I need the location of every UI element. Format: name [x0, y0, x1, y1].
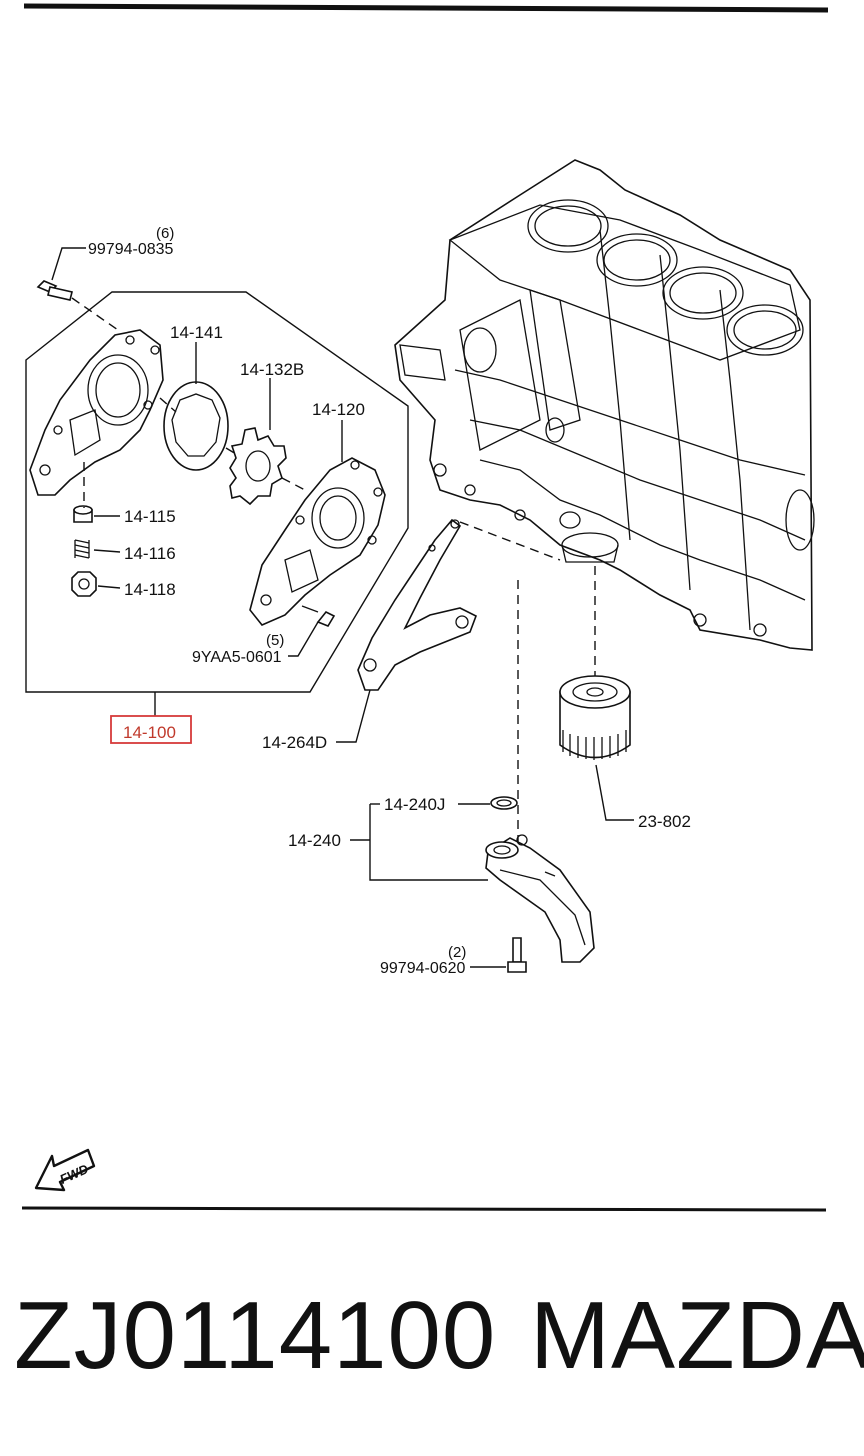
inner-rotor-label: 14-132B — [240, 360, 304, 379]
o-ring-label: 14-240J — [384, 795, 445, 814]
engine-block — [394, 159, 815, 651]
strainer-bolt-label: 99794-0620 — [380, 960, 466, 977]
assembly-label: 14-100 — [123, 723, 176, 742]
plug-label: 14-118 — [124, 580, 176, 599]
strainer-label: 14-240 — [288, 831, 341, 850]
cover-screw — [301, 605, 336, 627]
oil-filter-label: 23-802 — [638, 812, 691, 831]
brand-name: MAZDA — [530, 1282, 864, 1389]
strainer-o-ring — [490, 796, 518, 810]
fwd-arrow-icon: FWD — [34, 1148, 96, 1192]
part-number: ZJ0114100 — [14, 1282, 497, 1389]
strainer-bolt-qty-label: (2) — [448, 944, 466, 961]
plunger-label: 14-115 — [124, 507, 176, 526]
bolt-qty-label: (6) — [156, 225, 174, 242]
inner-rotor — [229, 427, 287, 506]
relief-valve-spring — [74, 539, 90, 559]
pump-cover — [249, 457, 386, 626]
pump-gasket — [357, 518, 478, 691]
pump-cover-label: 14-120 — [312, 400, 365, 419]
relief-valve-plunger — [73, 505, 93, 523]
spring-label: 14-116 — [124, 544, 176, 563]
bolt-part-label: 99794-0835 — [88, 241, 174, 258]
screw-part-label: 9YAA5-0601 — [192, 649, 282, 666]
top-rule — [23, 3, 829, 13]
outer-rotor — [163, 381, 229, 471]
strainer-bolt — [507, 937, 527, 973]
bottom-rule — [21, 1206, 827, 1212]
pump-housing — [29, 329, 164, 496]
oil-strainer — [485, 834, 595, 963]
pump-mounting-bolt — [36, 280, 119, 331]
assembly-outline — [25, 291, 409, 693]
screw-qty-label: (5) — [266, 632, 284, 649]
assembly-highlight-box — [110, 715, 192, 744]
relief-valve-plug — [71, 571, 97, 597]
outer-rotor-label: 14-141 — [170, 323, 223, 342]
gasket-label: 14-264D — [262, 733, 327, 752]
oil-filter — [559, 675, 631, 760]
